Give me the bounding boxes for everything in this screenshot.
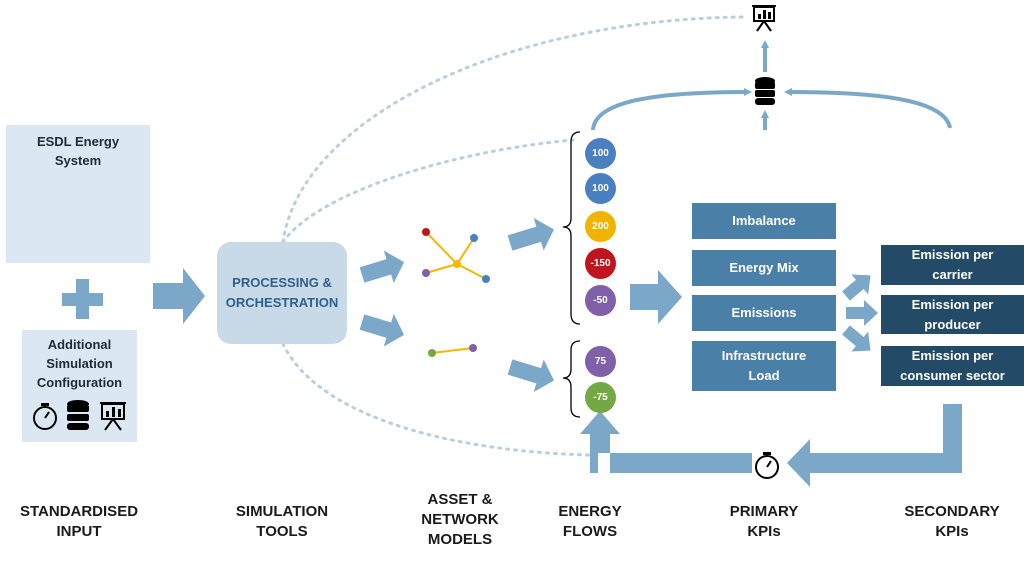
dotted-link-to-flows xyxy=(281,138,575,244)
config-title-line: Additional xyxy=(47,337,112,352)
secondary-kpi-label: carrier xyxy=(932,267,973,282)
feedback-loop-arrow xyxy=(787,404,962,487)
stage-caption-primary-kpis: PRIMARY KPIs xyxy=(704,502,824,542)
database-icon xyxy=(755,77,775,105)
plus-icon xyxy=(62,279,103,319)
primary-kpi-label: Imbalance xyxy=(732,213,796,228)
energy-flow-circle: -75 xyxy=(585,382,616,413)
presentation-chart-icon xyxy=(100,402,126,431)
stage-caption-asset-network-models: ASSET & NETWORK MODELS xyxy=(400,490,520,550)
processing-orchestration-box: PROCESSING & ORCHESTRATION xyxy=(217,242,347,344)
secondary-kpi-per-producer: Emission per producer xyxy=(881,295,1024,334)
arrow-network-to-flows xyxy=(507,217,554,251)
primary-kpi-label: Emissions xyxy=(731,305,797,320)
primary-kpi-emissions: Emissions xyxy=(692,295,836,331)
secondary-kpi-label: Emission per xyxy=(911,247,994,262)
secondary-kpi-per-carrier: Emission per carrier xyxy=(881,245,1024,285)
curve-flows-to-database xyxy=(591,88,752,131)
secondary-kpi-label: consumer sector xyxy=(900,368,1005,383)
arrow-pipe-to-flows xyxy=(507,359,554,393)
primary-kpi-label: Load xyxy=(748,368,780,383)
curve-secondary-to-database xyxy=(784,88,952,129)
stage-caption-secondary-kpis: SECONDARY KPIs xyxy=(890,502,1014,542)
stage-caption-line: KPIs xyxy=(935,523,969,540)
feedback-return-arrow xyxy=(580,411,752,473)
arrow-primary-to-secondary-bottom xyxy=(842,325,871,352)
arrow-input-to-processing xyxy=(153,268,205,324)
primary-kpi-label: Energy Mix xyxy=(729,260,799,275)
stopwatch-icon xyxy=(33,403,57,430)
arrow-flows-to-primary xyxy=(630,270,682,324)
stage-caption-line: NETWORK xyxy=(421,511,499,528)
stage-caption-line: FLOWS xyxy=(562,523,618,540)
esdl-title-line: System xyxy=(54,153,102,168)
simulation-configuration-note: Additional Simulation Configuration xyxy=(22,330,137,442)
arrow-primary-to-secondary-top xyxy=(842,274,871,301)
stage-caption-line: ASSET & xyxy=(427,491,493,508)
energy-flow-circle: -50 xyxy=(585,285,616,316)
arrow-processing-to-pipe xyxy=(359,313,405,347)
stage-caption-line: MODELS xyxy=(427,531,493,548)
secondary-kpi-label: Emission per xyxy=(911,348,994,363)
asset-pipe-graph xyxy=(428,344,477,357)
energy-flow-circle: -150 xyxy=(585,248,616,279)
brace-flows-group2 xyxy=(562,340,581,418)
stage-caption-line: INPUT xyxy=(56,523,102,540)
energy-flow-circle: 75 xyxy=(585,346,616,377)
arrow-primary-to-secondary-mid xyxy=(846,300,878,326)
stage-caption-standardised-input: STANDARDISED INPUT xyxy=(0,502,158,542)
secondary-kpi-label: producer xyxy=(924,316,981,332)
primary-kpi-energy-mix: Energy Mix xyxy=(692,250,836,286)
energy-flow-circle: 100 xyxy=(585,173,616,204)
config-title-line: Configuration xyxy=(36,375,123,390)
energy-flow-circle: 200 xyxy=(585,211,616,242)
secondary-kpi-label: Emission per xyxy=(911,296,994,312)
secondary-kpi-per-consumer-sector: Emission per consumer sector xyxy=(881,346,1024,386)
esdl-title-line: ESDL Energy xyxy=(36,134,120,149)
stopwatch-icon xyxy=(755,452,779,479)
stage-caption-line: SECONDARY xyxy=(904,503,1000,520)
stage-caption-line: TOOLS xyxy=(256,523,308,540)
primary-kpi-label: Infrastructure xyxy=(721,348,807,363)
dotted-link-to-report xyxy=(281,15,744,244)
asset-network-graph xyxy=(422,228,490,283)
processing-label-line: PROCESSING & xyxy=(232,275,332,290)
dotted-link-feedback xyxy=(281,342,592,457)
presentation-chart-icon xyxy=(752,5,776,32)
stage-caption-line: SIMULATION xyxy=(235,503,329,520)
stage-caption-line: PRIMARY xyxy=(729,503,799,520)
brace-flows-group1 xyxy=(562,131,581,325)
primary-kpi-infrastructure-load: Infrastructure Load xyxy=(692,341,836,391)
stage-caption-line: ENERGY xyxy=(558,503,622,520)
arrow-processing-to-network xyxy=(359,250,405,284)
stage-caption-energy-flows: ENERGY FLOWS xyxy=(540,502,640,542)
stage-caption-line: KPIs xyxy=(747,523,781,540)
config-icon-row xyxy=(33,400,126,431)
config-title-line: Simulation xyxy=(46,356,113,371)
stage-caption-line: STANDARDISED xyxy=(19,503,139,520)
esdl-energy-system-note: ESDL Energy System xyxy=(6,125,150,263)
stage-caption-simulation-tools: SIMULATION TOOLS xyxy=(212,502,352,542)
database-icon xyxy=(67,400,89,430)
primary-kpi-imbalance: Imbalance xyxy=(692,203,836,239)
processing-label-line: ORCHESTRATION xyxy=(225,295,339,310)
energy-flow-circle: 100 xyxy=(585,138,616,169)
